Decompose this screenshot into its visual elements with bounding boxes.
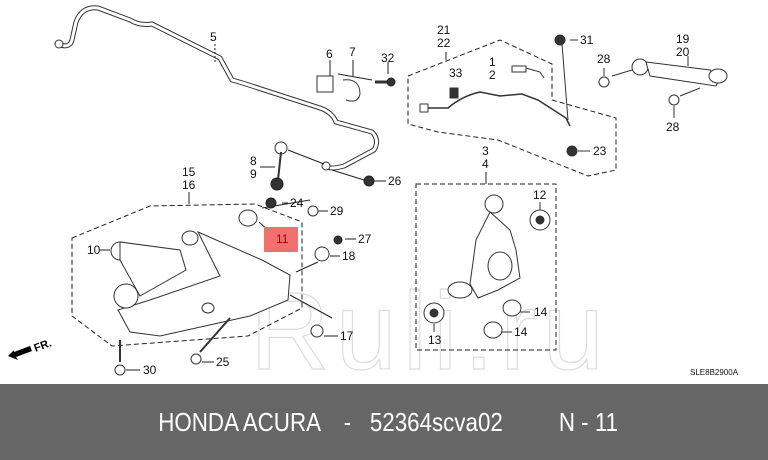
- callout-11-highlighted[interactable]: 11: [264, 227, 299, 252]
- callout-14-upper[interactable]: 14: [534, 305, 548, 319]
- callout-1[interactable]: 1: [489, 55, 496, 69]
- abs-sensor-drawing: [419, 34, 590, 157]
- callout-15[interactable]: 15: [182, 165, 196, 179]
- diagram-code: SLE8B2900A: [690, 368, 739, 377]
- callout-20[interactable]: 20: [676, 45, 690, 59]
- callout-2[interactable]: 2: [489, 68, 496, 82]
- callout-24[interactable]: 24: [290, 196, 304, 210]
- callout-28-bottom[interactable]: 28: [666, 120, 680, 134]
- footer-bar: HONDA ACURA - 52364scva02 N - 11: [0, 384, 768, 460]
- callout-5[interactable]: 5: [210, 30, 217, 44]
- callout-25[interactable]: 25: [216, 355, 230, 369]
- callout-7[interactable]: 7: [349, 45, 356, 59]
- callout-8[interactable]: 8: [250, 154, 257, 168]
- trailing-arm-group-box: [71, 203, 303, 347]
- callout-23[interactable]: 23: [593, 144, 607, 158]
- callout-6[interactable]: 6: [326, 47, 333, 61]
- callout-33[interactable]: 33: [449, 66, 463, 80]
- callout-10[interactable]: 10: [87, 243, 101, 257]
- callout-3[interactable]: 3: [482, 144, 489, 158]
- callout-14-lower[interactable]: 14: [514, 325, 528, 339]
- stabilizer-bar-drawing: [54, 5, 380, 171]
- callout-19[interactable]: 19: [676, 32, 690, 46]
- front-arrow-icon: [8, 346, 32, 360]
- callout-4[interactable]: 4: [482, 157, 489, 171]
- sensor-group-box: [407, 39, 617, 177]
- callout-32[interactable]: 32: [381, 51, 395, 65]
- knuckle-drawing: [423, 194, 551, 339]
- callout-13[interactable]: 13: [428, 333, 442, 347]
- parts-diagram: Ruli.ru: [8, 5, 739, 394]
- callout-31[interactable]: 31: [580, 33, 594, 47]
- callout-22[interactable]: 22: [437, 36, 451, 50]
- callout-26[interactable]: 26: [388, 174, 402, 188]
- callout-9[interactable]: 9: [250, 167, 257, 181]
- watermark: Ruli.ru: [249, 269, 610, 393]
- knuckle-group-box: [415, 183, 557, 351]
- callout-29[interactable]: 29: [330, 204, 344, 218]
- footer-brand: HONDA ACURA: [158, 406, 322, 437]
- stabilizer-link-drawing: [260, 141, 386, 191]
- diagram-drawing: [8, 5, 728, 376]
- callout-30[interactable]: 30: [143, 363, 157, 377]
- callout-18[interactable]: 18: [342, 249, 356, 263]
- trailing-arm-drawing: [110, 209, 291, 337]
- upper-arm-drawing: [598, 56, 728, 118]
- callout-28-top[interactable]: 28: [597, 52, 611, 66]
- callout-16[interactable]: 16: [182, 178, 196, 192]
- callout-17[interactable]: 17: [340, 329, 354, 343]
- footer-separator: -: [343, 406, 351, 437]
- callout-21[interactable]: 21: [437, 23, 451, 37]
- bushing-bracket-drawing: [316, 60, 396, 102]
- leader-lines: [100, 197, 356, 376]
- callout-12[interactable]: 12: [533, 188, 547, 202]
- callout-27[interactable]: 27: [358, 232, 372, 246]
- footer-position-label: N - 11: [558, 406, 618, 437]
- footer-part-number: 52364scva02: [370, 406, 504, 437]
